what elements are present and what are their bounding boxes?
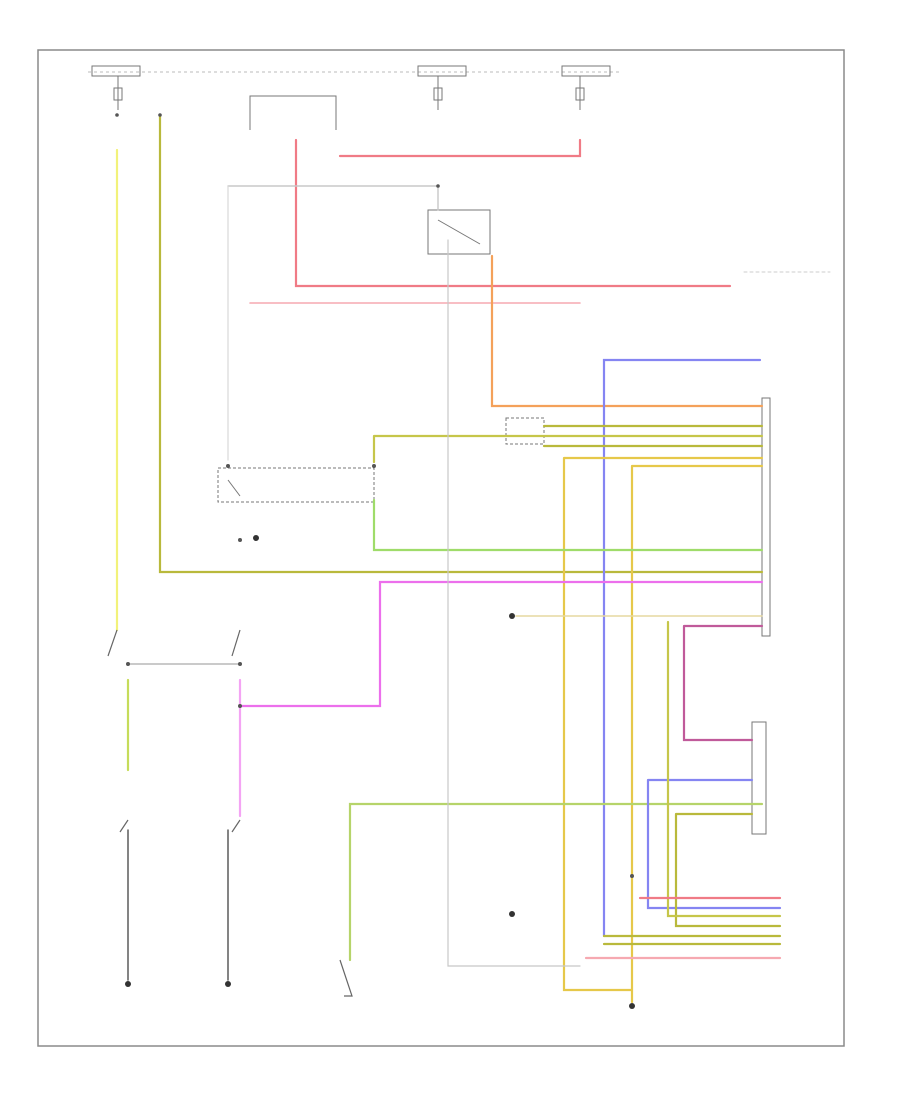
wire-blue [602,358,762,938]
diagram-frame [37,49,845,1047]
wire-olive-a [372,434,764,464]
wire-olive-bottom [674,812,782,928]
wire-gray-lower [447,239,581,967]
relay-boxes [217,209,771,835]
wire-red-top [338,138,582,158]
wire-olive-bottom-3 [602,934,782,946]
wire-gray-top [227,185,439,211]
wire-purple [682,624,764,742]
wire-magenta [238,580,764,708]
wire-orange [490,254,764,408]
fuse-group-top [91,65,611,130]
wire-gold-right [630,464,764,1004]
wire-olive-bottom-2 [666,620,782,918]
wire-green [372,498,764,552]
wire-green-bottom [348,802,764,962]
wire-olive-main [158,113,764,574]
wire-gold-left [562,456,764,992]
ground-symbols [125,535,635,1009]
wire-blue-small [646,778,782,910]
junction-dots [115,113,634,878]
wire-red-middle [294,138,732,288]
switch-symbols [107,629,353,997]
